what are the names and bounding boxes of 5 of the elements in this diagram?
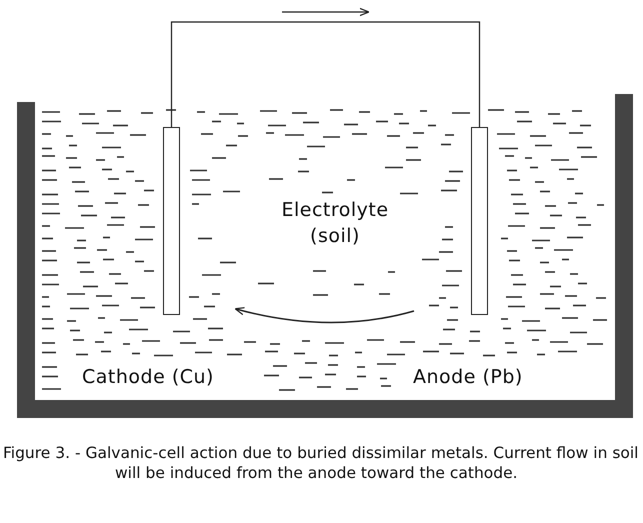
wire bbox=[170, 21, 480, 127]
electrode-label: Anode (Pb) bbox=[413, 366, 523, 388]
figure-caption: Figure 3. - Galvanic-cell action due to buried dissimilar metals. Current flow in soil will be induced from the anode toward the cathode. bbox=[3, 443, 640, 484]
electrode-label: Cathode (Cu) bbox=[82, 366, 214, 388]
region-label: Electrolyte (soil) bbox=[280, 198, 390, 249]
